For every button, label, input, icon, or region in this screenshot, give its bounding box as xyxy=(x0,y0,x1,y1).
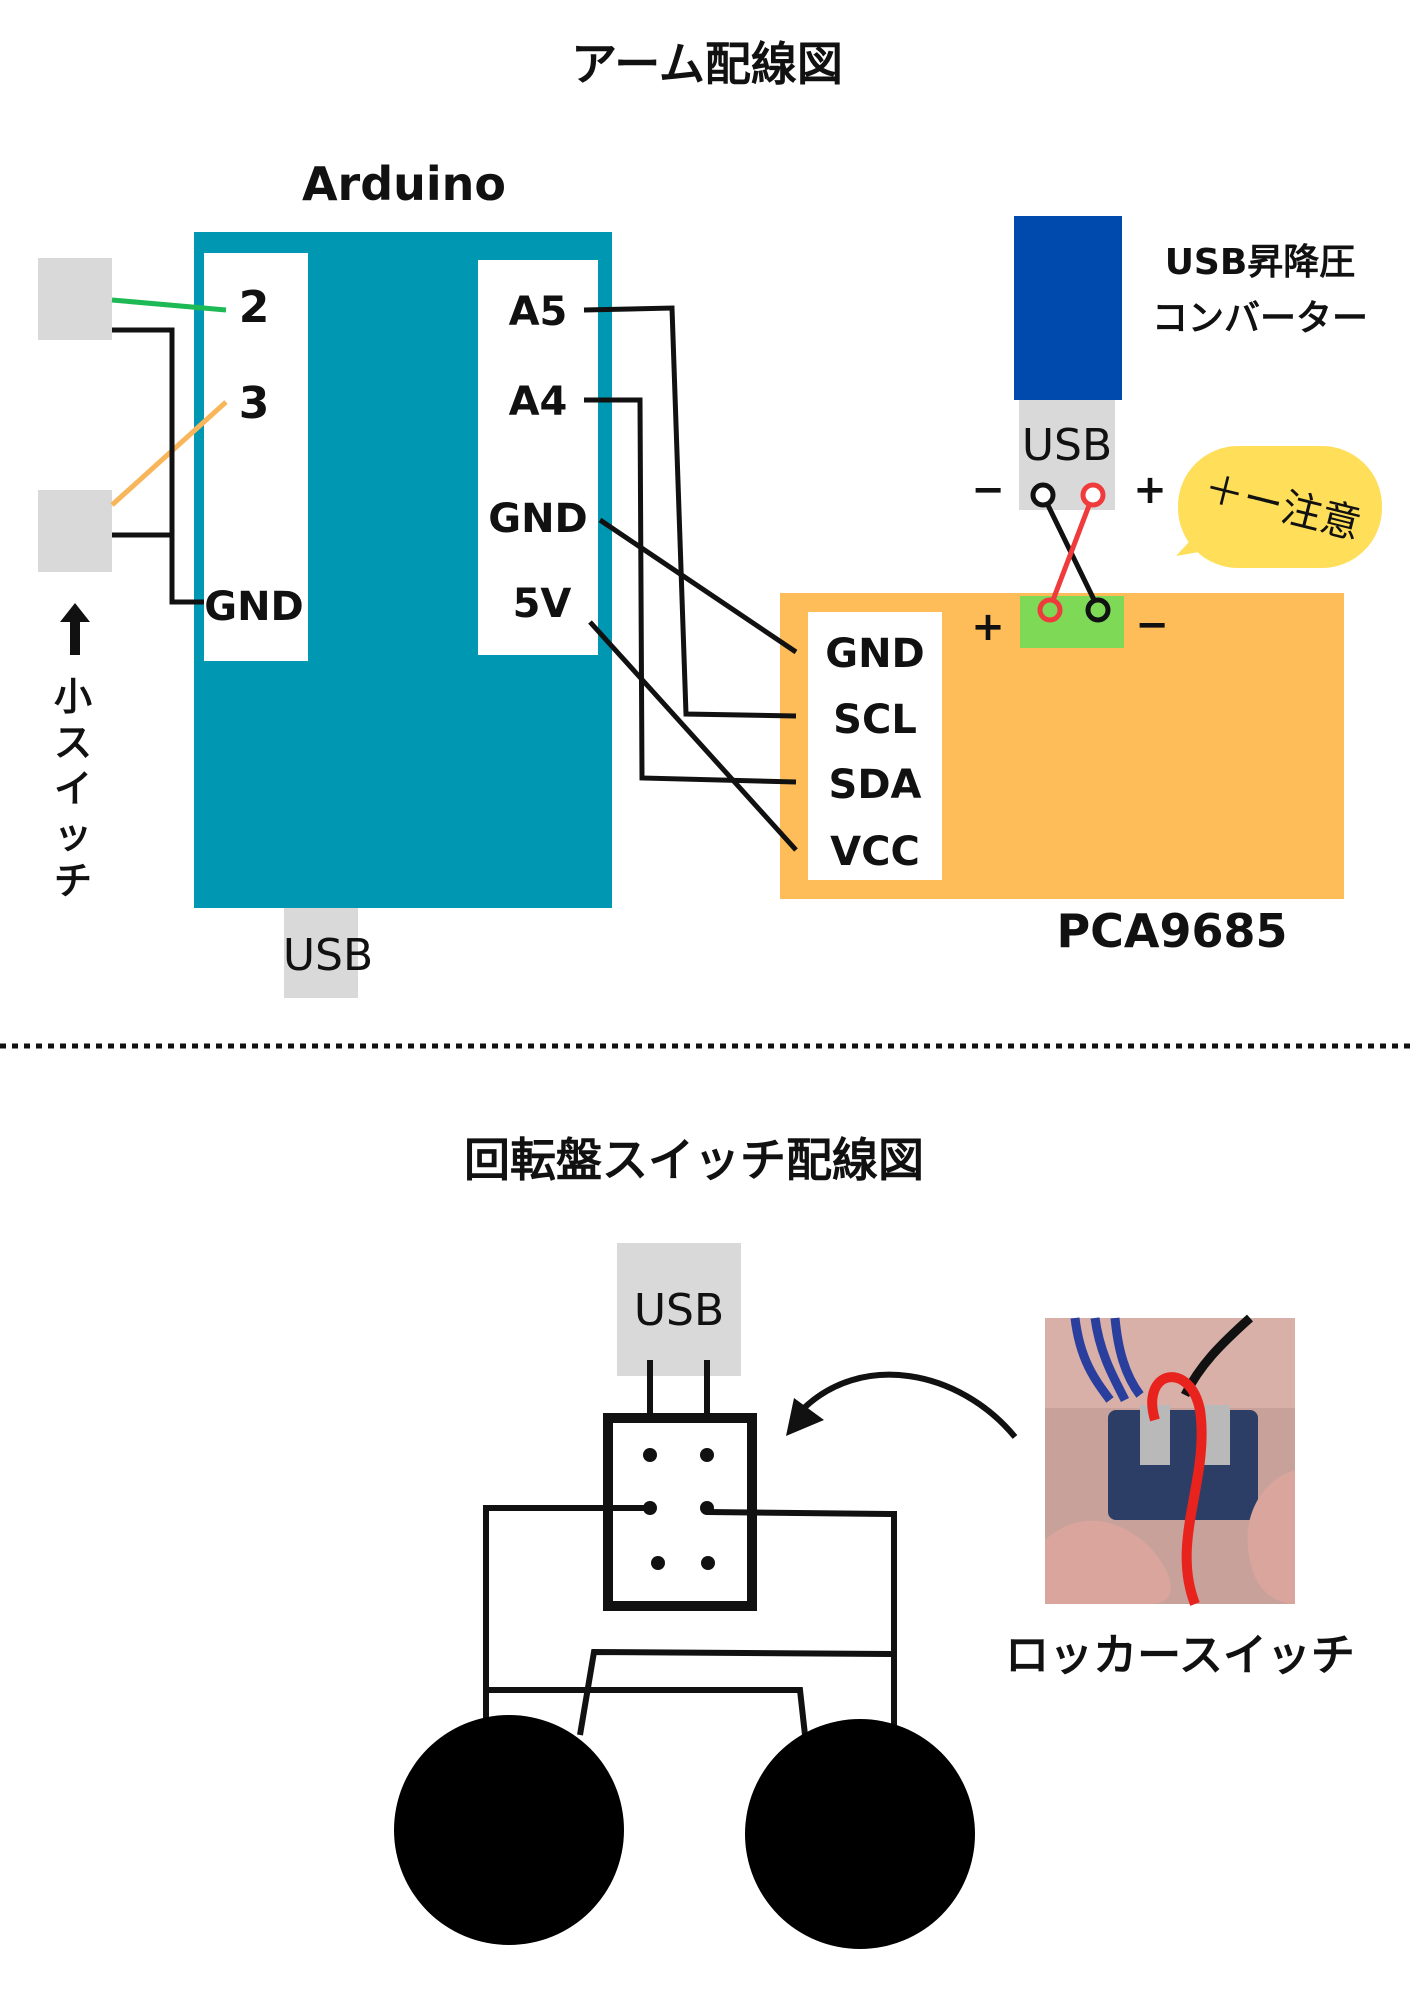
wire-switch-left xyxy=(483,1505,650,1735)
wire-gnd-gnd xyxy=(598,517,798,655)
small-switch-char: チ xyxy=(54,859,92,903)
converter-terminal-positive xyxy=(1080,482,1106,508)
switch-pin xyxy=(701,1556,715,1570)
warning-bubble: ＋ー注意 xyxy=(1176,446,1382,568)
arm-title: アーム配線図 xyxy=(571,37,843,91)
converter-usb-label: USB xyxy=(1022,420,1112,471)
converter-label-line1: USB昇降圧 xyxy=(1165,242,1356,283)
converter-label-line2: コンバーター xyxy=(1152,298,1368,339)
small-switch-label: 小 ス イ ッ チ xyxy=(54,675,92,903)
arduino-pin-gnd-left: GND xyxy=(204,584,304,630)
turntable-title: 回転盤スイッチ配線図 xyxy=(464,1133,924,1187)
small-switch-char: イ xyxy=(54,767,92,811)
photo-hand-right xyxy=(1247,1470,1295,1604)
pca9685-pin-sda: SDA xyxy=(829,762,922,808)
rocker-switch-photo xyxy=(1045,1314,1295,1606)
small-switch-char: ス xyxy=(54,721,92,765)
pca9685-pin-vcc: VCC xyxy=(830,829,920,875)
arduino-pin-gnd-right: GND xyxy=(488,496,588,542)
wire-motor-bridge-bottom xyxy=(486,1687,808,1736)
pca9685-minus: − xyxy=(1135,602,1169,648)
pca9685-pin-gnd: GND xyxy=(825,631,925,677)
wire-a5-scl xyxy=(583,305,797,719)
wire-switch-right xyxy=(706,1509,897,1735)
pca9685-plus: + xyxy=(971,604,1005,650)
converter-body xyxy=(1014,216,1122,400)
warning-bubble-tail xyxy=(1176,530,1222,556)
curved-arrow-head xyxy=(786,1398,824,1436)
switch-pin xyxy=(651,1556,665,1570)
arduino-pin-2: 2 xyxy=(239,282,270,333)
converter-terminal-negative xyxy=(1030,482,1056,508)
arduino-label: Arduino xyxy=(302,157,506,211)
pca9685-terminal-negative xyxy=(1085,597,1111,623)
wire-motor-bridge-top xyxy=(577,1648,895,1736)
arduino-left-header xyxy=(204,253,308,661)
arduino-usb-port xyxy=(284,908,358,998)
photo-switch-body xyxy=(1108,1410,1258,1520)
curved-arrow-icon xyxy=(797,1371,1018,1439)
arduino-right-header xyxy=(478,260,598,655)
small-switch-char: ッ xyxy=(54,813,92,857)
arduino-pin-a5: A5 xyxy=(509,289,568,335)
wire-green-pin2 xyxy=(111,297,227,313)
wire-a4-sda xyxy=(584,397,797,785)
switch-pin xyxy=(700,1448,714,1462)
arrow-up-icon xyxy=(60,603,90,655)
arduino-usb-label: USB xyxy=(283,930,373,981)
wire-orange-pin3 xyxy=(110,400,228,507)
converter-minus: − xyxy=(971,467,1005,513)
converter-plus: + xyxy=(1133,467,1167,513)
small-switch-bottom xyxy=(38,490,112,572)
rocker-switch-label: ロッカースイッチ xyxy=(1005,1630,1355,1681)
switch-pin xyxy=(643,1448,657,1462)
wire-5v-vcc xyxy=(588,620,798,852)
photo-hand xyxy=(1045,1520,1171,1604)
motor-right xyxy=(745,1719,975,1949)
pca9685-header xyxy=(808,612,942,880)
photo-blue-wires xyxy=(1070,1317,1144,1403)
arduino-pin-5v: 5V xyxy=(513,581,572,627)
wire-gnd-switch-top xyxy=(112,327,204,605)
arduino-pin-3: 3 xyxy=(239,378,270,429)
motor-left xyxy=(394,1715,624,1945)
photo-red-wire xyxy=(1147,1372,1207,1606)
turntable-usb-label: USB xyxy=(634,1285,724,1336)
pca9685-label: PCA9685 xyxy=(1056,904,1287,958)
small-switch-char: 小 xyxy=(54,675,92,719)
warning-bubble-body xyxy=(1178,446,1382,568)
small-switch-top xyxy=(38,258,112,340)
turntable-usb-port xyxy=(617,1243,741,1376)
arduino-pin-a4: A4 xyxy=(509,379,568,425)
pca9685-pin-scl: SCL xyxy=(833,697,917,743)
pca9685-terminal-positive xyxy=(1037,597,1063,623)
wire-power-positive xyxy=(1047,494,1096,609)
